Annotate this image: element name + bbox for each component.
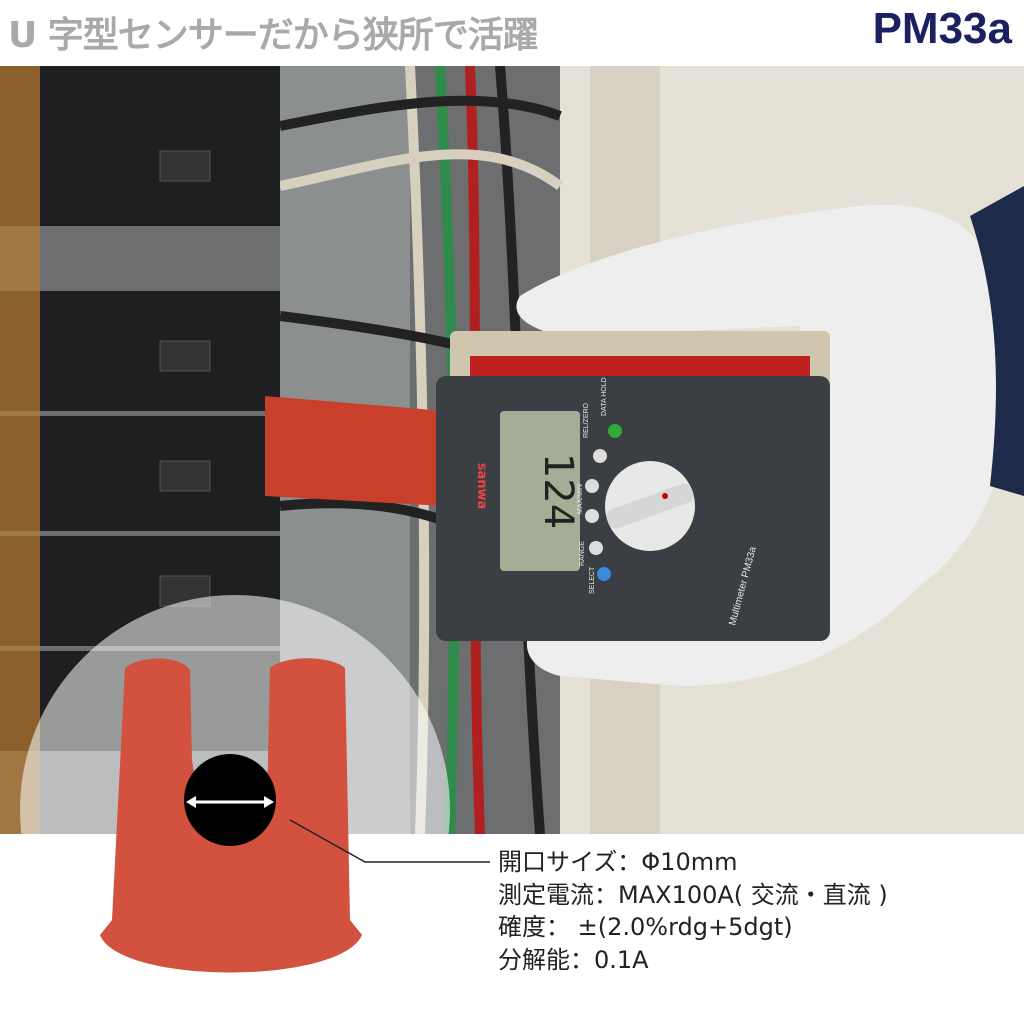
spec-resolution: 分解能：0.1A: [498, 945, 649, 974]
spec-accuracy: 確度： ±(2.0%rdg+5dgt): [498, 913, 793, 941]
select-label: SELECT: [589, 566, 596, 594]
sensor-opening: [184, 754, 276, 846]
rel-zero-label: REL/ZERO: [583, 402, 590, 438]
clamp-sensor-in-use: [265, 396, 445, 506]
meter-brand: sanwa: [474, 463, 489, 510]
spec-measuring-current: 測定電流：MAX100A( 交流・直流 ): [498, 880, 888, 909]
spec-opening-size: 開口サイズ：Φ10mm: [498, 848, 738, 876]
glove: [516, 186, 1024, 687]
model-name: PM33a: [872, 4, 1012, 53]
multimeter: sanwa 124 REL/ZERO DATA HOLD MAX/MIN RAN…: [436, 331, 830, 641]
range-label: RANGE: [579, 541, 586, 566]
spec-list: 開口サイズ：Φ10mm 測定電流：MAX100A( 交流・直流 ) 確度： ±(…: [498, 846, 888, 976]
callout-line: [289, 819, 490, 863]
headline: U 字型センサーだから狭所で活躍: [8, 15, 539, 56]
max-min-label: MAX/MIN: [577, 484, 584, 514]
range-button[interactable]: [589, 541, 603, 555]
data-hold-label: DATA HOLD: [601, 377, 608, 416]
select-button[interactable]: [597, 567, 611, 581]
display-reading: 124: [535, 453, 581, 529]
data-hold-button[interactable]: [608, 424, 622, 438]
rel-zero-button[interactable]: [593, 449, 607, 463]
max-min-button[interactable]: [585, 479, 599, 493]
